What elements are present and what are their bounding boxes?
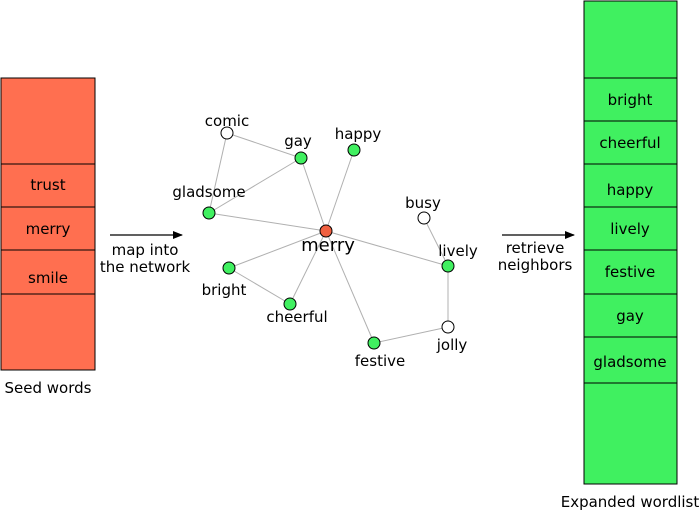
expanded-word-7: gladsome [593,353,666,371]
node-label-happy: happy [335,125,382,143]
edge-bright-cheerful [228,267,291,305]
expanded-word-3: happy [607,181,654,199]
seed-words-panel: trust merry smile Seed words [0,77,96,397]
edge-gay-merry [300,157,327,232]
node-merry [319,224,333,238]
seed-panel-box [0,77,96,371]
seed-word-3: smile [28,269,68,287]
edge-merry-cheerful [289,230,327,305]
retrieve-arrow-label-line2: neighbors [498,256,573,274]
node-label-festive: festive [355,352,405,370]
expanded-word-5: festive [605,263,655,281]
node-label-merry: merry [301,235,355,256]
node-happy [347,143,361,157]
word-network: comic gay happy gladsome merry busy live… [172,112,477,370]
seed-word-2: merry [26,220,71,238]
edge-comic-gay [226,132,302,159]
seed-words-caption: Seed words [5,379,92,397]
map-arrow-label-line2: the network [100,258,191,276]
node-label-comic: comic [205,112,249,130]
seed-word-1: trust [30,176,65,194]
edge-busy-lively [423,217,449,267]
expanded-panel-box [583,0,678,485]
map-arrow-label-line1: map into [112,241,179,259]
edge-merry-festive [325,230,375,344]
expanded-word-6: gay [616,307,644,325]
node-label-gladsome: gladsome [172,183,245,201]
edge-gay-gladsome [208,157,302,214]
node-label-bright: bright [202,281,247,299]
node-busy [417,211,431,225]
map-arrow: map into the network [100,231,191,276]
node-bright [222,261,236,275]
edge-merry-lively [325,230,449,267]
node-lively [441,259,455,273]
edge-merry-bright [228,230,327,269]
node-gladsome [202,206,216,220]
node-label-cheerful: cheerful [266,308,327,326]
node-cheerful [283,297,297,311]
retrieve-arrow-label-line1: retrieve [506,239,565,257]
edge-festive-jolly [373,326,449,344]
edge-happy-merry [325,149,355,232]
node-gay [294,151,308,165]
network-nodes [202,126,455,350]
expanded-word-4: lively [610,220,650,238]
node-label-gay: gay [284,132,312,150]
node-jolly [441,320,455,334]
edge-comic-gladsome [208,132,228,214]
edge-gladsome-merry [208,212,327,232]
expanded-word-1: bright [608,91,653,109]
network-node-labels: comic gay happy gladsome merry busy live… [172,112,477,370]
node-label-busy: busy [405,194,441,212]
node-label-lively: lively [438,242,478,260]
node-comic [220,126,234,140]
node-festive [367,336,381,350]
network-edges [208,132,449,344]
expanded-wordlist-panel: bright cheerful happy lively festive gay… [561,0,700,511]
expanded-word-2: cheerful [599,134,660,152]
retrieve-arrow: retrieve neighbors [498,231,575,274]
node-label-jolly: jolly [436,336,468,354]
expanded-wordlist-caption: Expanded wordlist [561,493,700,511]
